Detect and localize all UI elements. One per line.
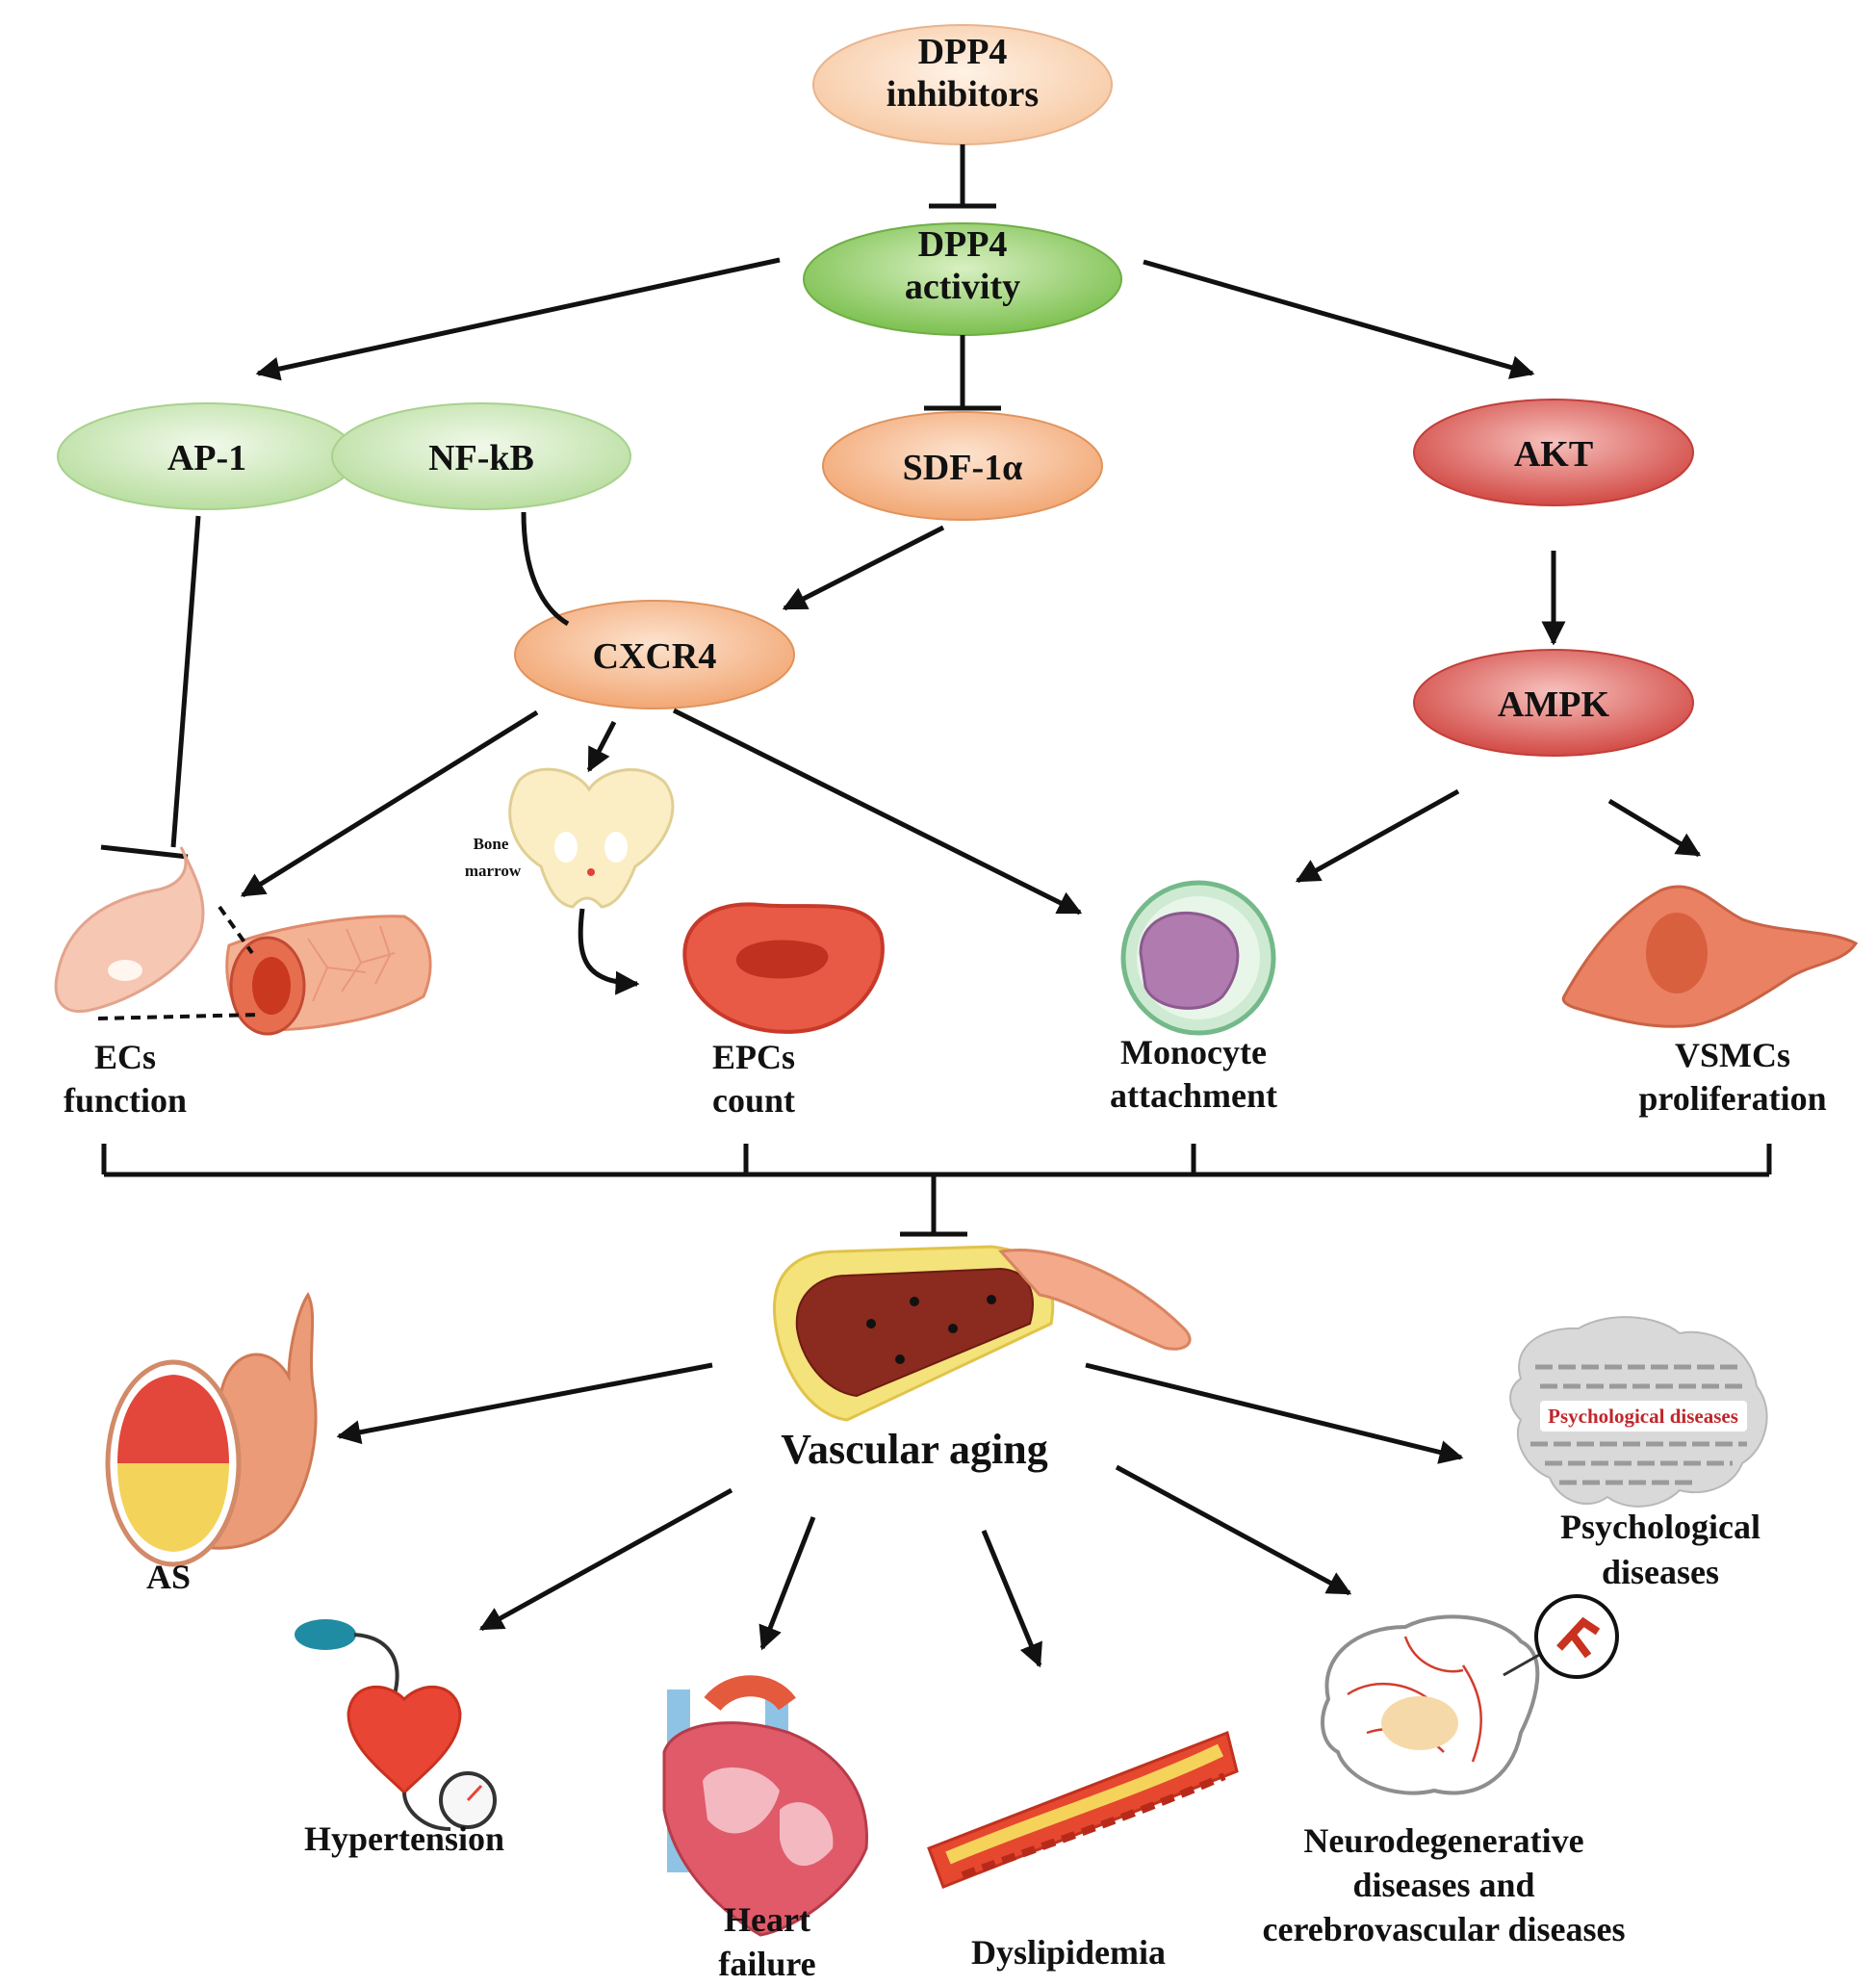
node-ap1-label: AP-1 xyxy=(167,438,246,478)
node-dpp4-activity: DPP4 activity xyxy=(803,222,1122,336)
psych-label-line2: diseases xyxy=(1602,1553,1719,1591)
node-ampk: AMPK xyxy=(1413,649,1694,757)
monocyte-illustration xyxy=(1120,880,1276,1036)
dyslipidemia-illustration xyxy=(927,1730,1239,1889)
neuro-label-line1: Neurodegenerative xyxy=(1303,1821,1583,1860)
arrow-to-heart-failure xyxy=(758,1516,816,1651)
curve-nfkb-cxcr4 xyxy=(521,511,570,627)
heart-failure-label-line2: failure xyxy=(718,1945,815,1983)
arrow-cxcr4-monocyte xyxy=(672,708,1083,916)
vascular-aging-vessel-illustration xyxy=(772,1245,1192,1422)
ecs-label-line1: ECs xyxy=(94,1038,156,1076)
node-cxcr4-label: CXCR4 xyxy=(593,636,717,677)
psychological-brain-illustration: Psychological diseases xyxy=(1509,1316,1768,1508)
arrow-cxcr4-ecs xyxy=(240,709,539,898)
neuro-label-line3: cerebrovascular diseases xyxy=(1263,1910,1626,1948)
arrow-to-as xyxy=(336,1362,713,1445)
arrow-ampk-vsmcs xyxy=(1607,798,1702,858)
neuro-brain-illustration xyxy=(1321,1594,1619,1795)
epcs-label-line2: count xyxy=(712,1081,795,1120)
inhibit-bar-ecs xyxy=(100,844,189,860)
arrow-activity-akt xyxy=(1143,259,1535,379)
node-sdf1a: SDF-1α xyxy=(822,411,1103,521)
ecs-label-line2: function xyxy=(64,1081,187,1120)
psychological-brain-banner: Psychological diseases xyxy=(1548,1405,1738,1428)
node-akt-label: AKT xyxy=(1514,434,1593,475)
monocyte-label-line2: attachment xyxy=(1110,1076,1277,1115)
as-artery-illustration xyxy=(105,1292,318,1567)
node-dpp4-inhibitors: DPP4 inhibitors xyxy=(812,24,1113,145)
vascular-aging-label: Vascular aging xyxy=(781,1426,1048,1473)
connectors xyxy=(100,144,1772,1668)
node-ampk-label: AMPK xyxy=(1498,684,1610,725)
bone-marrow-label-line2: marrow xyxy=(465,862,522,880)
vsmc-illustration xyxy=(1561,885,1859,1028)
vsmcs-label-line1: VSMCs xyxy=(1675,1036,1790,1074)
bone-marrow-pelvis-illustration: Bone marrow xyxy=(465,767,675,909)
arrow-activity-ap1 xyxy=(255,257,781,381)
node-akt: AKT xyxy=(1413,399,1694,506)
epcs-label-line1: EPCs xyxy=(712,1038,795,1076)
monocyte-label-line1: Monocyte xyxy=(1120,1033,1267,1071)
endothelial-cell-illustration xyxy=(54,846,432,1036)
dyslipidemia-label: Dyslipidemia xyxy=(971,1933,1166,1972)
bone-marrow-label-line1: Bone xyxy=(474,835,509,853)
node-ap1: AP-1 xyxy=(57,402,357,510)
neuro-label-line2: diseases and xyxy=(1352,1866,1534,1904)
psych-label-line1: Psychological xyxy=(1560,1508,1760,1546)
heart-failure-illustration xyxy=(662,1675,868,1937)
node-cxcr4: CXCR4 xyxy=(514,600,795,709)
inhibit-line-ap1-ecs xyxy=(170,515,201,848)
arrow-bone-epcs xyxy=(578,908,640,995)
arrow-ampk-monocyte xyxy=(1295,788,1460,884)
heart-failure-label-line1: Heart xyxy=(724,1900,810,1939)
node-dpp4-activity-line1: DPP4 xyxy=(918,224,1008,265)
node-nfkb: NF-kB xyxy=(331,402,631,510)
arrow-to-psych xyxy=(1085,1362,1464,1464)
arrow-to-hypertension xyxy=(478,1487,733,1632)
vsmcs-label-line2: proliferation xyxy=(1638,1079,1826,1118)
node-dpp4-activity-line2: activity xyxy=(905,267,1020,307)
node-nfkb-label: NF-kB xyxy=(428,438,534,478)
node-dpp4-inhibitors-line1: DPP4 xyxy=(918,32,1008,72)
node-sdf1a-label: SDF-1α xyxy=(903,448,1023,488)
node-dpp4-inhibitors-line2: inhibitors xyxy=(887,74,1039,115)
epc-cell-illustration xyxy=(682,902,885,1034)
hypertension-label: Hypertension xyxy=(304,1819,504,1858)
arrow-sdf-cxcr4 xyxy=(782,525,945,611)
arrow-to-dyslipidemia xyxy=(981,1530,1042,1668)
as-label: AS xyxy=(146,1558,191,1596)
arrow-to-neuro xyxy=(1115,1464,1352,1596)
hypertension-illustration xyxy=(295,1619,497,1831)
arrow-cxcr4-bone xyxy=(586,720,617,773)
